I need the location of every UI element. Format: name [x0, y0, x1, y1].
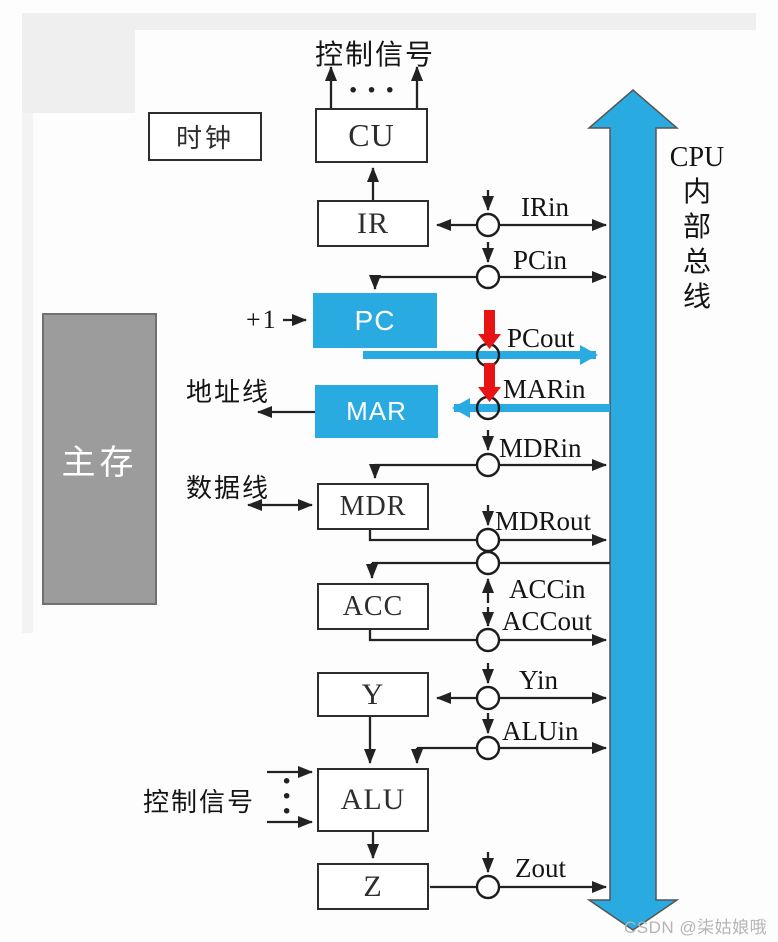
mdrout-label: MDRout: [495, 506, 592, 536]
clock-box: 时钟: [148, 112, 262, 161]
watermark: CSDN @柒姑娘哦: [624, 918, 768, 937]
cpu-internal-bus-arrow: [586, 89, 680, 931]
marin-red-arrow: [478, 363, 501, 402]
main-memory-label: 主存: [61, 444, 138, 482]
pcin-gate-circle: [475, 264, 501, 290]
address-line-label: 地址线: [186, 378, 271, 407]
page-background-strip-left: [22, 113, 33, 633]
acc-box: ACC: [317, 583, 429, 630]
yin-gate-circle: [475, 685, 501, 711]
y-box: Y: [317, 672, 429, 717]
acc-box-label: ACC: [342, 590, 404, 622]
irin-label: IRin: [521, 192, 570, 222]
mdrin-label: MDRin: [499, 433, 582, 463]
marin-label: MARin: [503, 374, 586, 404]
page-background-band-top: [22, 13, 756, 30]
zout-label: Zout: [515, 853, 566, 883]
ir-box-label: IR: [357, 206, 389, 240]
data-line-label: 数据线: [186, 474, 271, 503]
main-memory-box: 主存: [42, 313, 157, 605]
plus-one-label: +1: [246, 305, 278, 334]
pcout-label: PCout: [507, 323, 575, 353]
mdrin-gate-circle: [475, 452, 501, 478]
z-box: Z: [317, 863, 429, 910]
alu-box-label: ALU: [340, 783, 406, 816]
accout-label: ACCout: [502, 606, 593, 636]
page-background-band-left: [22, 13, 135, 113]
accin-label: ACCin: [509, 574, 586, 604]
aluin-gate-circle: [475, 735, 501, 761]
control-signal-alu-label: 控制信号: [143, 788, 256, 817]
zout-gate-circle: [475, 874, 501, 900]
yin-label: Yin: [519, 665, 559, 695]
mdr-box: MDR: [317, 483, 429, 530]
mdr-box-label: MDR: [339, 490, 407, 522]
aluin-label: ALUin: [502, 716, 579, 746]
mdrout-line-to-bus: [368, 530, 607, 546]
red-control-arrows: [478, 310, 501, 402]
accin-gate-circle: [475, 550, 501, 576]
pc-box-label: PC: [354, 304, 396, 336]
z-box-label: Z: [363, 869, 383, 903]
pcout-red-arrow: [478, 310, 501, 349]
cyan-transfer-paths: [363, 345, 610, 418]
ir-box: IR: [317, 200, 429, 247]
accout-line-to-bus: [368, 630, 607, 646]
cu-box: CU: [315, 108, 428, 163]
pc-box: PC: [313, 293, 437, 348]
control-gate-circles: [475, 212, 501, 900]
control-signal-top-label: 控制信号: [315, 40, 436, 71]
mar-box-label: MAR: [346, 396, 407, 426]
ellipsis-vertical: · · ·: [281, 763, 293, 830]
signal-lines: [247, 66, 610, 893]
pcin-label: PCin: [513, 245, 568, 275]
accout-gate-circle: [475, 627, 501, 653]
alu-box: ALU: [317, 768, 429, 832]
cu-box-label: CU: [348, 117, 395, 153]
irin-gate-circle: [475, 212, 501, 238]
ellipsis-horizontal: ···: [347, 72, 403, 109]
y-box-label: Y: [361, 677, 385, 711]
mar-box: MAR: [315, 385, 438, 438]
cpu-internal-bus-label: CPU 内 部 总 线: [669, 142, 725, 313]
clock-box-label: 时钟: [175, 124, 234, 153]
